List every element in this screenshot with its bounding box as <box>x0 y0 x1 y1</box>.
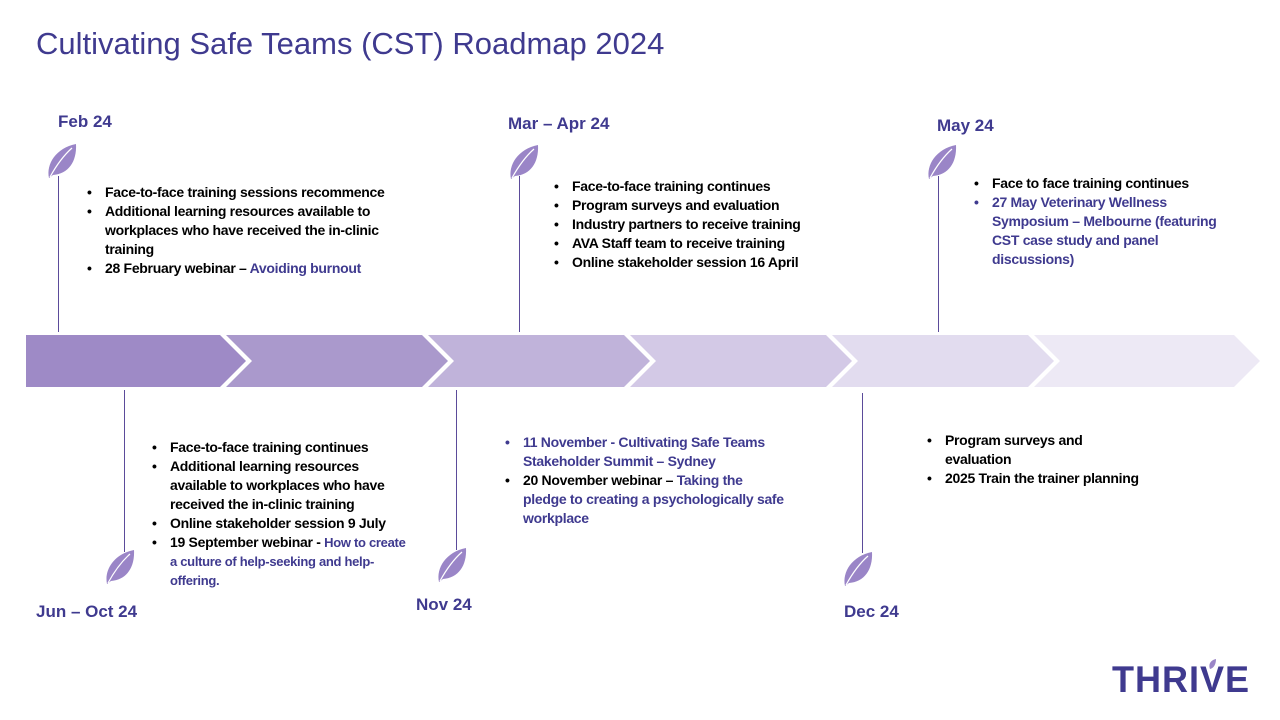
connector-line-feb <box>58 176 59 332</box>
milestone-date-dec: Dec 24 <box>844 602 899 621</box>
milestone-list-may: Face to face training continues 27 May V… <box>973 174 1243 269</box>
milestone-list-dec: Program surveys and evaluation 2025 Trai… <box>926 431 1166 488</box>
leaf-icon <box>844 552 873 586</box>
list-item: 19 September webinar - How to create a c… <box>151 533 406 590</box>
list-item: Industry partners to receive training <box>553 215 843 234</box>
connector-line-dec <box>862 393 863 553</box>
milestone-list-nov: 11 November - Cultivating Safe Teams Sta… <box>504 433 789 528</box>
list-item: Program surveys and evaluation <box>553 196 843 215</box>
thrive-logo-text: THRIVE <box>1112 659 1250 698</box>
timeline-segment-3 <box>428 335 650 387</box>
milestone-date-may: May 24 <box>937 116 994 135</box>
list-item: 11 November - Cultivating Safe Teams Sta… <box>504 433 789 471</box>
webinar-link[interactable]: Taking the pledge to creating a psycholo… <box>523 472 784 526</box>
list-item: Face-to-face training continues <box>151 438 406 457</box>
connector-line-may <box>938 176 939 332</box>
list-item: 2025 Train the trainer planning <box>926 469 1166 488</box>
list-item: Face-to-face training sessions recommenc… <box>86 183 416 202</box>
list-item: AVA Staff team to receive training <box>553 234 843 253</box>
webinar-link[interactable]: Avoiding burnout <box>249 260 362 276</box>
list-item: Additional learning resources available … <box>151 457 406 514</box>
leaf-icon <box>48 144 77 178</box>
milestone-list-feb: Face-to-face training sessions recommenc… <box>86 183 416 278</box>
thrive-logo: THRIVE <box>1112 659 1250 698</box>
milestone-date-feb: Feb 24 <box>58 112 112 131</box>
list-item: 20 November webinar – Taking the pledge … <box>504 471 789 528</box>
list-item: Additional learning resources available … <box>86 202 416 259</box>
list-item: Face-to-face training continues <box>553 177 843 196</box>
webinar-link[interactable]: How to create a culture of help-seeking … <box>170 535 406 588</box>
list-item: 27 May Veterinary Wellness Symposium – M… <box>973 193 1243 269</box>
milestone-list-jun-oct: Face-to-face training continues Addition… <box>151 438 406 590</box>
milestone-date-jun-oct: Jun – Oct 24 <box>36 602 138 621</box>
timeline-segment-5 <box>832 335 1054 387</box>
timeline-segment-6 <box>1034 335 1260 387</box>
list-item: Program surveys and evaluation <box>926 431 1110 469</box>
list-item: Online stakeholder session 16 April <box>553 253 843 272</box>
milestone-list-mar-apr: Face-to-face training continues Program … <box>553 177 843 272</box>
milestone-date-mar-apr: Mar – Apr 24 <box>508 114 610 133</box>
timeline-segment-4 <box>630 335 852 387</box>
connector-line-jun-oct <box>124 390 125 552</box>
connector-line-mar-apr <box>519 176 520 332</box>
leaf-icon <box>438 548 467 582</box>
leaf-icon <box>510 145 539 179</box>
page-title: Cultivating Safe Teams (CST) Roadmap 202… <box>36 26 665 61</box>
list-item: 28 February webinar – Avoiding burnout <box>86 259 416 278</box>
timeline-segment-1 <box>26 335 246 387</box>
connector-line-nov <box>456 390 457 550</box>
list-item: Online stakeholder session 9 July <box>151 514 406 533</box>
list-item: Face to face training continues <box>973 174 1243 193</box>
milestone-date-nov: Nov 24 <box>416 595 472 614</box>
leaf-icon <box>1209 659 1216 669</box>
leaf-icon <box>928 145 957 179</box>
timeline-segment-2 <box>226 335 448 387</box>
leaf-icon <box>106 550 135 584</box>
